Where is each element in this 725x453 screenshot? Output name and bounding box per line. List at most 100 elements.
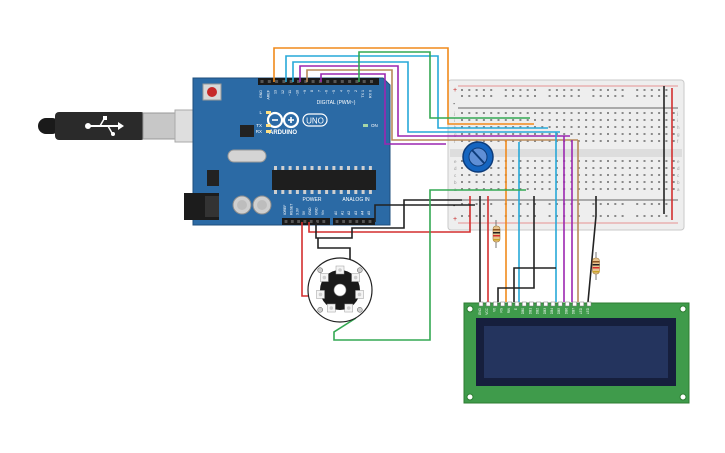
potentiometer[interactable]	[462, 141, 494, 173]
bottom-header-holes	[284, 220, 372, 223]
wire-red-5v[interactable]	[308, 196, 471, 233]
wire-green-neopixel[interactable]	[333, 189, 526, 341]
lcd-pin-label: RW	[507, 308, 511, 313]
led-tx	[266, 124, 271, 127]
wire-black-lcd-led[interactable]	[587, 196, 597, 303]
wire-black-neopixel[interactable]	[317, 238, 351, 268]
power-pin-label: IOREF	[283, 205, 287, 215]
lcd-pin-label: DB0	[521, 308, 525, 314]
power-pin-label: 3.3V	[296, 207, 300, 215]
digital-pin-label: GND	[259, 90, 263, 98]
reset-button-cap[interactable]	[207, 87, 217, 97]
lcd-pin-label: LED	[586, 307, 590, 314]
brand-label: ARDUINO	[269, 130, 297, 136]
power-pin-label: GND	[308, 207, 312, 215]
breadboard-row-label: g	[677, 132, 680, 137]
wire-purple-pin10[interactable]	[299, 65, 570, 137]
digital-pin-label: ~11	[288, 90, 292, 96]
breadboard-row-label: e	[454, 159, 457, 164]
chip-pins	[274, 166, 372, 194]
wire-blue-pin11[interactable]	[292, 61, 560, 133]
wire-green-pin4[interactable]	[358, 51, 530, 119]
analog-pin-label: A0	[334, 211, 338, 215]
digital-pin-label: AREF	[266, 89, 270, 99]
breadboard-row-label: c	[677, 173, 680, 178]
power-pin-label: Vin	[321, 210, 325, 215]
lcd-screen	[484, 326, 668, 378]
rail-plus-label-bottom: +	[453, 216, 457, 223]
lcd-pin-label: LED	[579, 307, 583, 314]
wire-tan-pin9[interactable]	[306, 69, 578, 141]
lcd-pin-label: DB4	[550, 308, 554, 314]
analog-pin-label: A2	[347, 211, 351, 215]
digital-pin-label: 2	[354, 90, 358, 92]
atmega-chip	[272, 170, 376, 190]
arduino-logo	[266, 111, 300, 129]
lcd-pin-label: DB1	[528, 308, 532, 314]
breadboard-row-label: f	[454, 139, 456, 144]
usb-icon	[85, 116, 124, 136]
wire-blue-pin12[interactable]	[285, 55, 548, 129]
neopixel-pad	[317, 307, 323, 313]
digital-header-holes	[260, 80, 373, 83]
breadboard-row-label: j	[676, 111, 678, 116]
breadboard-row-label: b	[454, 180, 457, 185]
usb-chip	[240, 125, 254, 137]
wire-black-gnd[interactable]	[315, 199, 462, 239]
breadboard-channel	[450, 149, 682, 157]
breadboard-row-label: c	[454, 173, 457, 178]
wire-orange-pin13[interactable]	[273, 47, 534, 125]
neopixel-pad	[357, 307, 363, 313]
wire-black-lcd-rw[interactable]	[497, 196, 535, 302]
potentiometer-knob-icon[interactable]	[471, 149, 485, 164]
lcd-pin-label: DB7	[572, 308, 576, 314]
lcd-pin-label: V0	[492, 308, 496, 312]
led-rx	[266, 130, 271, 133]
digital-pin-label: ~5	[332, 90, 336, 94]
resistor-2[interactable]	[592, 252, 600, 280]
led-on	[363, 124, 368, 127]
model-label: UNO	[306, 117, 324, 126]
breadboard-row-label: b	[677, 180, 680, 185]
breadboard-row-label: d	[454, 166, 457, 171]
breadboard-row-label: i	[677, 118, 678, 123]
digital-pin-label: ~6	[325, 90, 329, 94]
wire-purple-pin8[interactable]	[320, 73, 446, 145]
lcd-pin-label: DB6	[564, 308, 568, 314]
digital-pin-label: ~3	[347, 90, 351, 94]
digital-pin-label: 13	[274, 90, 278, 94]
regulator	[207, 170, 219, 186]
lcd-pin-label: DB2	[536, 308, 540, 314]
neopixel-ring[interactable]	[307, 257, 373, 323]
neopixel-pad	[357, 267, 363, 273]
breadboard-row-label: i	[454, 118, 455, 123]
breadboard-row-label: f	[677, 139, 679, 144]
neopixel-pad	[317, 267, 323, 273]
power-pin-label: GND	[315, 207, 319, 215]
rail-minus-label: -	[453, 101, 456, 108]
breadboard-holes	[461, 89, 675, 217]
lcd-pin-label: RS	[500, 308, 504, 312]
lcd-pin-label: GND	[478, 307, 482, 315]
usb-cable[interactable]	[38, 109, 206, 143]
crystal	[227, 149, 267, 163]
lcd-pin-header	[478, 301, 592, 307]
wire-black-gnd2[interactable]	[374, 204, 475, 222]
rail-plus-label: +	[453, 87, 457, 94]
rail-minus-label-bottom: -	[453, 203, 456, 210]
led-rx-label: RX	[256, 129, 262, 134]
breadboard-row-label: h	[677, 125, 680, 130]
led-tx-label: TX	[256, 123, 262, 128]
wires[interactable]	[273, 47, 673, 341]
digital-pin-label: RX 0	[369, 90, 373, 98]
resistor-1[interactable]	[492, 220, 501, 248]
wire-black-lcd-mid[interactable]	[513, 267, 556, 302]
led-on-label: ON	[371, 123, 378, 128]
lcd-pin-label: DB5	[557, 308, 561, 314]
led-l-label: L	[259, 110, 262, 115]
neopixel-center	[333, 283, 347, 297]
